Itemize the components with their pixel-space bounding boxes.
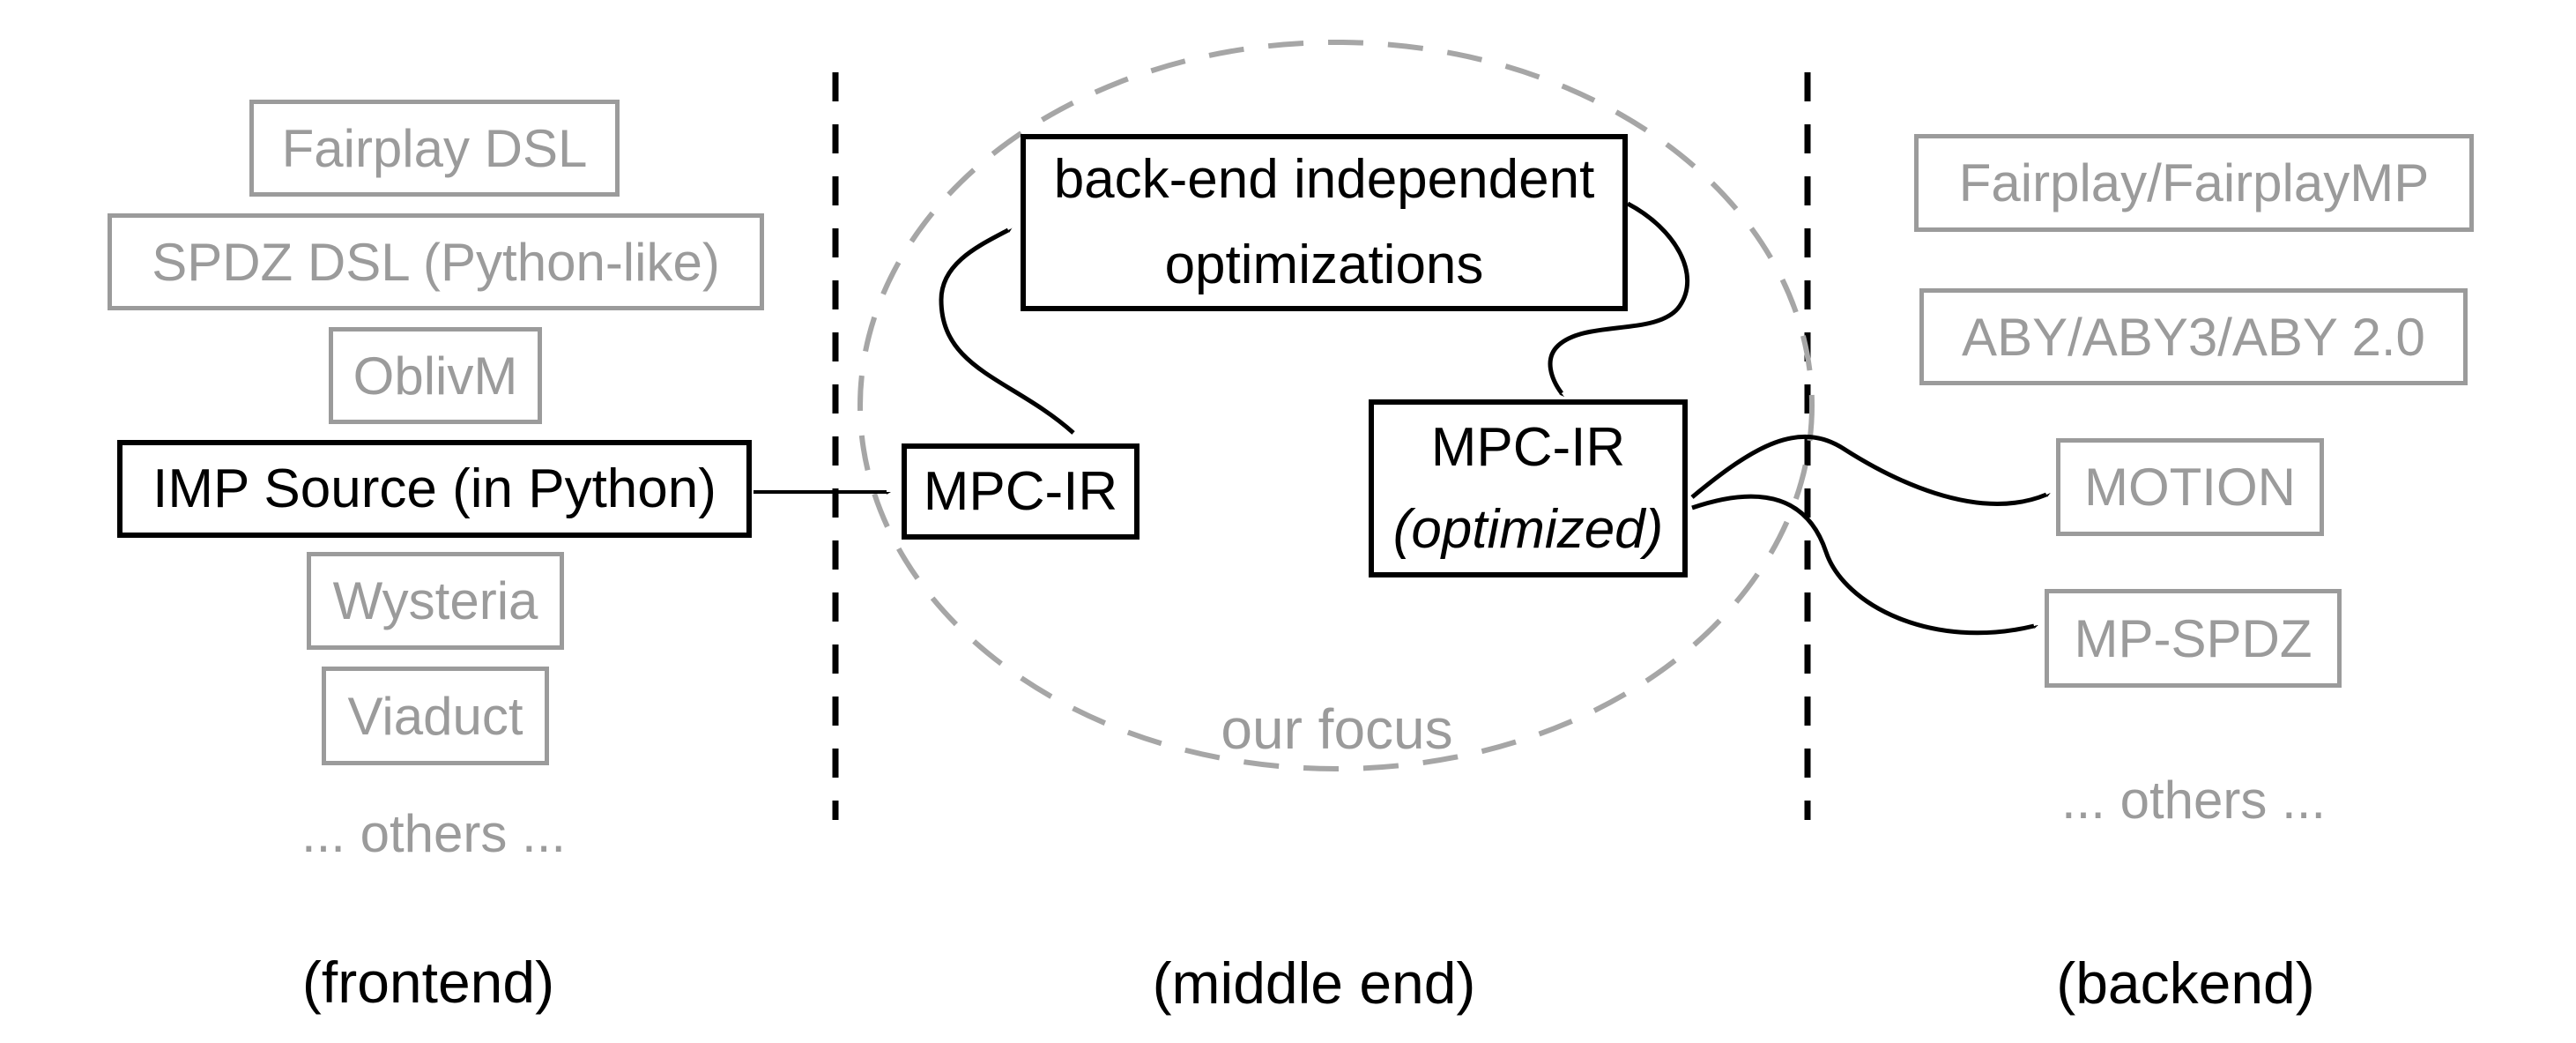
box-viaduct: Viaduct	[322, 667, 549, 765]
mpc-ir-optimized-label-line2: (optimized)	[1392, 499, 1664, 560]
box-imp-source-label: IMP Source (in Python)	[152, 458, 716, 519]
our-focus-ellipse	[857, 40, 1815, 771]
box-fairplay-fairplaymp-label: Fairplay/FairplayMP	[1958, 153, 2430, 212]
box-mpc-ir: MPC-IR	[902, 443, 1140, 540]
box-fairplay-dsl-label: Fairplay DSL	[281, 118, 588, 178]
box-spdz-dsl-label: SPDZ DSL (Python-like)	[152, 232, 720, 292]
box-imp-source: IMP Source (in Python)	[117, 440, 752, 538]
our-focus-label: our focus	[1221, 697, 1453, 761]
box-mpc-ir-label: MPC-IR	[923, 460, 1118, 522]
box-aby-label: ABY/ABY3/ABY 2.0	[1962, 307, 2425, 367]
mpc-ir-optimized-label-line1: MPC-IR	[1430, 417, 1626, 478]
arrow-optimized-to-motion	[1690, 434, 2046, 503]
box-aby: ABY/ABY3/ABY 2.0	[1919, 288, 2468, 385]
middle-stage-label: (middle end)	[1152, 950, 1476, 1016]
arrow-optimizations-to-optimized	[1550, 201, 1690, 393]
optimizations-label-line1: back-end independent	[1053, 149, 1595, 211]
box-wysteria-label: Wysteria	[332, 571, 538, 630]
box-oblivm: OblivM	[329, 327, 542, 424]
box-fairplay-dsl: Fairplay DSL	[249, 100, 620, 197]
box-mp-spdz-label: MP-SPDZ	[2074, 608, 2312, 668]
box-motion: MOTION	[2056, 438, 2324, 536]
arrow-optimized-to-mpspdz	[1691, 494, 2034, 633]
box-fairplay-fairplaymp: Fairplay/FairplayMP	[1914, 134, 2474, 232]
backend-stage-label: (backend)	[2056, 950, 2315, 1016]
box-motion-label: MOTION	[2084, 458, 2296, 517]
box-mpc-ir-optimized: MPC-IR (optimized)	[1369, 399, 1688, 577]
box-backend-independent-optimizations: back-end independent optimizations	[1021, 134, 1628, 311]
arrow-mpcir-to-optimizations	[939, 230, 1075, 435]
box-spdz-dsl: SPDZ DSL (Python-like)	[108, 213, 764, 310]
optimizations-label-line2: optimizations	[1164, 234, 1484, 295]
backend-others-label: ... others ...	[2060, 770, 2327, 830]
box-mp-spdz: MP-SPDZ	[2045, 589, 2342, 688]
box-wysteria: Wysteria	[307, 552, 564, 650]
box-viaduct-label: Viaduct	[347, 686, 523, 746]
frontend-stage-label: (frontend)	[301, 950, 555, 1015]
frontend-others-label: ... others ...	[301, 803, 567, 863]
box-oblivm-label: OblivM	[353, 346, 518, 406]
